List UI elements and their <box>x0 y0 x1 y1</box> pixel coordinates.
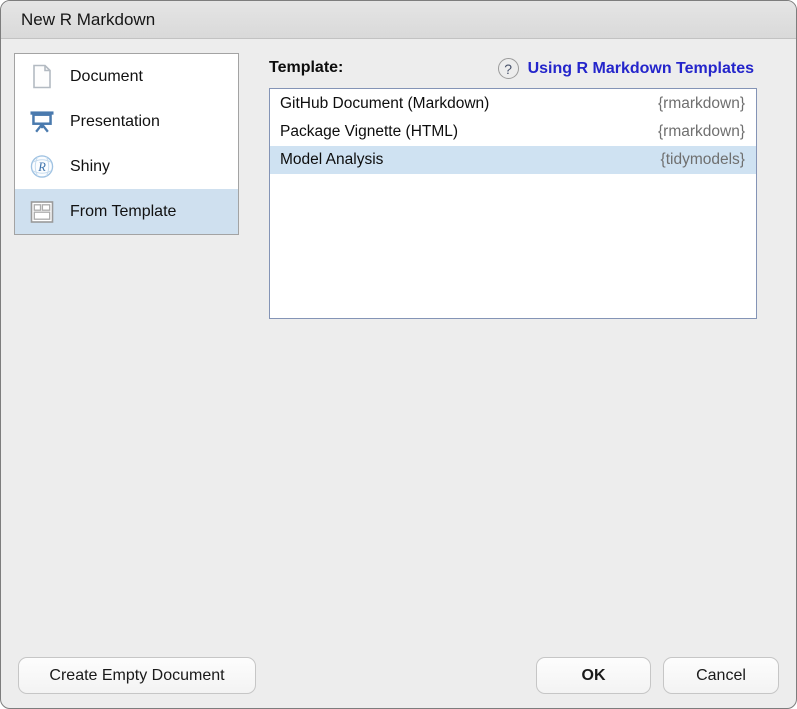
document-icon <box>30 64 54 90</box>
svg-text:R: R <box>37 160 46 174</box>
help-icon[interactable]: ? <box>497 58 519 79</box>
presentation-icon <box>30 109 54 135</box>
document-type-list: Document Presentation <box>14 53 239 235</box>
help-area: ? Using R Markdown Templates <box>497 58 754 79</box>
template-row-github-document[interactable]: GitHub Document (Markdown) {rmarkdown} <box>270 90 756 118</box>
sidebar-item-label: Presentation <box>70 112 160 130</box>
template-row-package-vignette[interactable]: Package Vignette (HTML) {rmarkdown} <box>270 118 756 146</box>
template-name: Model Analysis <box>280 151 384 168</box>
sidebar-item-label: Shiny <box>70 157 111 175</box>
sidebar-item-from-template[interactable]: From Template <box>15 189 238 234</box>
sidebar-item-label: Document <box>70 67 143 85</box>
sidebar-item-label: From Template <box>70 202 177 220</box>
template-list[interactable]: GitHub Document (Markdown) {rmarkdown} P… <box>269 88 757 319</box>
cancel-button[interactable]: Cancel <box>663 657 779 694</box>
create-empty-document-button[interactable]: Create Empty Document <box>18 657 256 694</box>
ok-button[interactable]: OK <box>536 657 651 694</box>
dialog-titlebar[interactable]: New R Markdown <box>1 1 796 39</box>
using-templates-link[interactable]: Using R Markdown Templates <box>527 59 754 77</box>
dialog-title: New R Markdown <box>21 9 156 29</box>
sidebar-item-presentation[interactable]: Presentation <box>15 99 238 144</box>
from-template-icon <box>30 199 54 225</box>
template-name: GitHub Document (Markdown) <box>280 95 490 112</box>
shiny-icon: R <box>30 154 54 180</box>
template-name: Package Vignette (HTML) <box>280 123 459 140</box>
template-section-label: Template: <box>269 59 344 76</box>
sidebar-item-document[interactable]: Document <box>15 54 238 99</box>
template-package: {tidymodels} <box>660 151 745 168</box>
template-package: {rmarkdown} <box>657 123 745 140</box>
sidebar-item-shiny[interactable]: R Shiny <box>15 144 238 189</box>
template-package: {rmarkdown} <box>657 95 745 112</box>
template-row-model-analysis[interactable]: Model Analysis {tidymodels} <box>270 146 756 174</box>
